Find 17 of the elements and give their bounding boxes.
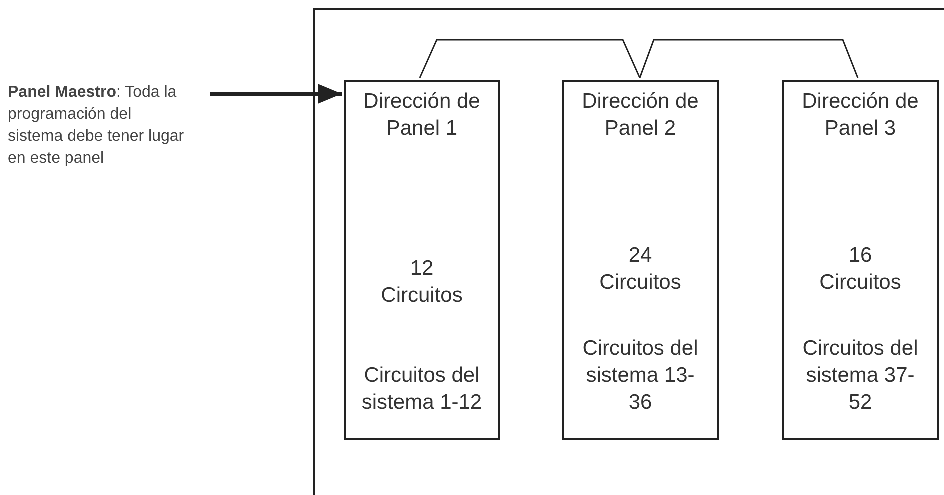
panel-text: 12 Circuitos — [380, 256, 464, 309]
panel-text: 24 Circuitos — [598, 242, 682, 296]
panel-box — [782, 80, 939, 440]
panel-text: Dirección de Panel 1 — [362, 89, 482, 142]
arrow — [210, 84, 342, 104]
bus-line — [639, 39, 859, 78]
enclosure-frame — [313, 8, 944, 495]
panel-text: Circuitos del sistema 1-12 — [360, 363, 484, 416]
bus-line — [419, 39, 641, 78]
panel-text: Dirección de Panel 2 — [581, 89, 700, 142]
panel-text: Dirección de Panel 3 — [801, 89, 920, 142]
panel-text: 16 Circuitos — [818, 242, 902, 296]
panel-box — [344, 80, 500, 440]
note-text: Panel Maestro: Toda la programación del sistema debe tener lugar en este panel — [8, 83, 186, 169]
panel-text: Circuitos del sistema 13-36 — [582, 336, 700, 416]
panel-box — [562, 80, 719, 440]
panel-text: Circuitos del sistema 37-52 — [802, 336, 920, 416]
